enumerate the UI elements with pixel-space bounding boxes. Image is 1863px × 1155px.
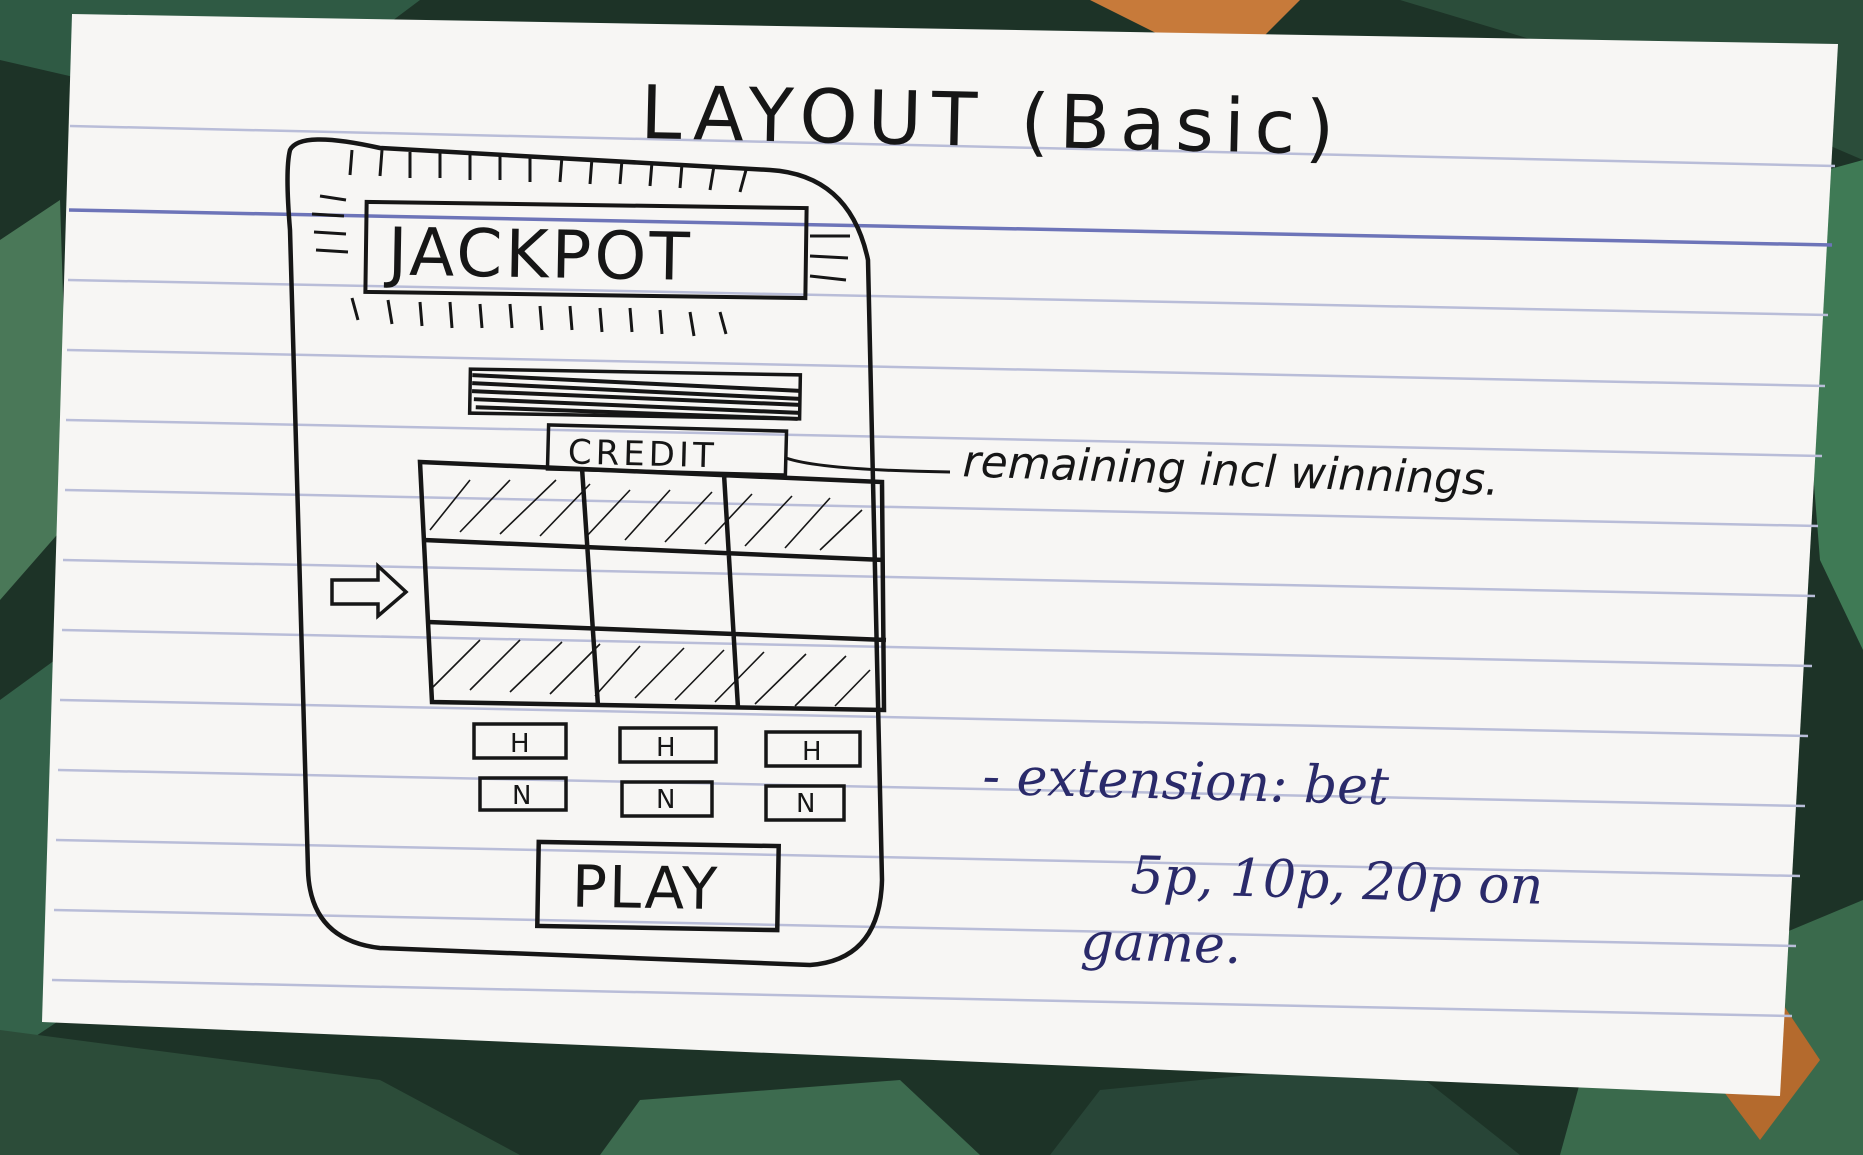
play-button-label: PLAY	[571, 853, 719, 924]
scribble-mark	[471, 373, 801, 421]
nudge-button-label: N	[656, 785, 675, 815]
jackpot-sign-frame	[363, 199, 809, 301]
card-paper	[42, 14, 1838, 1096]
credit-connector-line	[785, 456, 951, 474]
nudge-buttons: N N N	[478, 776, 846, 822]
hold-button[interactable]: H	[472, 722, 568, 760]
extension-line-2: 5p, 10p, 20p on	[1130, 846, 1544, 917]
extension-line-3: game.	[1080, 912, 1242, 976]
sketch-title: LAYOUT (Basic)	[640, 70, 1346, 172]
reel-hatching-bottom	[431, 639, 871, 707]
hold-button-label: H	[802, 737, 822, 767]
nudge-button[interactable]: N	[764, 784, 846, 822]
jackpot-lights	[311, 149, 850, 337]
jackpot-label: JACKPOT	[383, 213, 693, 295]
play-button[interactable]: PLAY	[534, 839, 782, 933]
extension-line-1: - extension: bet	[982, 747, 1390, 818]
reel-grid	[417, 459, 887, 713]
nudge-button-label: N	[796, 789, 815, 819]
payline-arrow-icon	[330, 561, 409, 620]
header-line	[68, 208, 1833, 247]
hold-button[interactable]: H	[618, 726, 718, 764]
hold-button-label: H	[656, 733, 676, 763]
hold-button-label: H	[510, 729, 530, 759]
hold-buttons: H H H	[472, 722, 862, 768]
nudge-button[interactable]: N	[478, 776, 568, 812]
nudge-button[interactable]: N	[620, 780, 714, 818]
hold-button[interactable]: H	[764, 730, 862, 768]
extension-note: - extension: bet 5p, 10p, 20p on game.	[982, 747, 1544, 976]
reel-grid-lines	[417, 459, 887, 713]
ruled-lines	[51, 124, 1836, 1018]
nudge-button-label: N	[512, 781, 531, 811]
machine-outline	[285, 137, 885, 968]
